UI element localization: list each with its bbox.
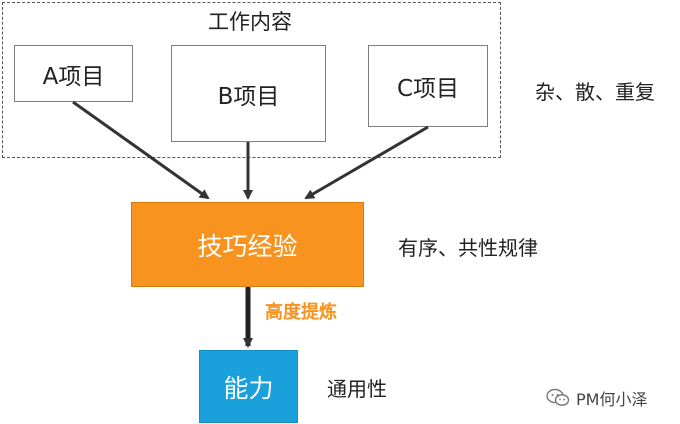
note-messy: 杂、散、重复 xyxy=(535,80,655,104)
group-title: 工作内容 xyxy=(208,10,292,34)
wechat-icon xyxy=(546,388,570,406)
arrow-a-to-skill xyxy=(72,100,210,200)
project-a-box: A项目 xyxy=(14,45,133,102)
work-content-group xyxy=(2,2,501,158)
ability-box: 能力 xyxy=(199,350,298,423)
note-ordered: 有序、共性规律 xyxy=(398,236,538,260)
watermark-text: PM何小泽 xyxy=(576,390,648,409)
project-b-box: B项目 xyxy=(171,45,326,142)
watermark: PM何小泽 xyxy=(546,386,647,410)
note-general: 通用性 xyxy=(327,377,387,401)
project-c-box: C项目 xyxy=(368,45,488,127)
refine-label: 高度提炼 xyxy=(265,302,337,323)
skill-experience-box: 技巧经验 xyxy=(131,202,364,287)
arrow-c-to-skill xyxy=(304,125,429,200)
